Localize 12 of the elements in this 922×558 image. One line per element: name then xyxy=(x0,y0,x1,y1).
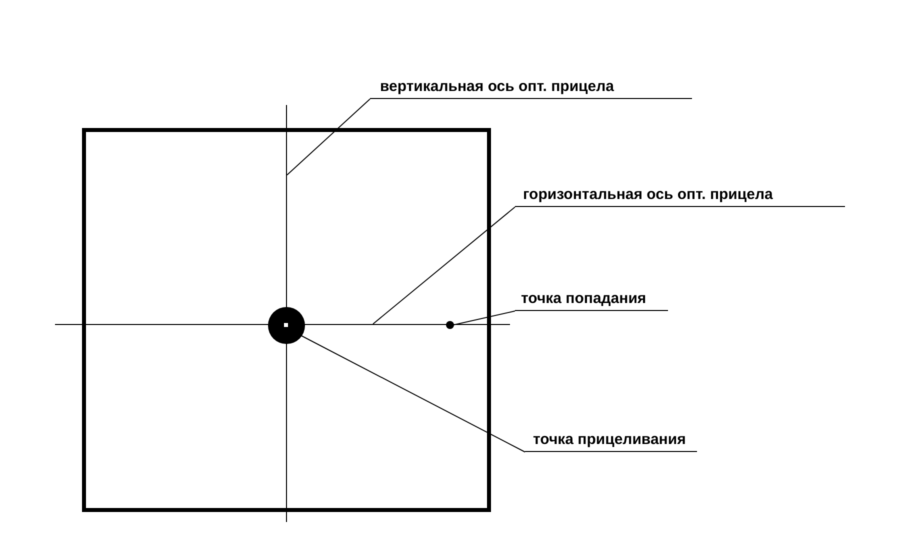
crosshair-line xyxy=(55,324,510,325)
hit-point-dot xyxy=(446,321,454,329)
callout-label: точка прицеливания xyxy=(525,431,697,452)
leader-line xyxy=(452,310,516,326)
callout-label: вертикальная ось опт. прицела xyxy=(370,78,692,99)
callout-label: точка попадания xyxy=(515,290,668,311)
callout-label: горизонтальная ось опт. прицела xyxy=(515,186,845,207)
aiming-point-marker xyxy=(268,307,305,344)
leader-line xyxy=(372,206,516,324)
leader-line xyxy=(286,98,370,176)
crosshair-line xyxy=(286,105,287,522)
leader-line xyxy=(300,334,526,452)
